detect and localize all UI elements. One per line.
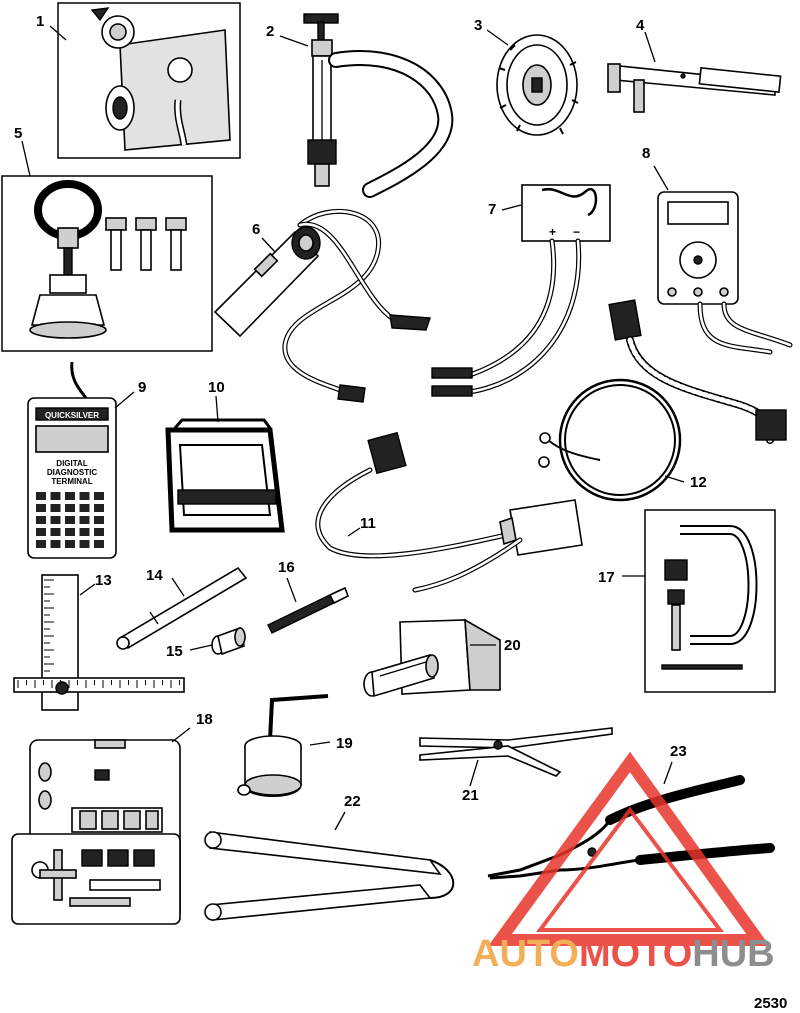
keypad-key <box>65 492 75 500</box>
item-10-bracket <box>165 395 285 533</box>
watermark-text: AUTOMOTOHUB <box>472 933 775 975</box>
keypad-key <box>50 540 61 548</box>
item-16-splined-shaft <box>267 577 350 634</box>
callout-14: 14 <box>146 567 163 584</box>
callout-10: 10 <box>208 379 225 396</box>
keypad-key <box>50 504 61 512</box>
ruler-ticks <box>17 579 180 688</box>
callout-7: 7 <box>488 201 496 218</box>
callout-15: 15 <box>166 643 183 660</box>
item-9-diagnostic-terminal: QUICKSILVER DIGITAL DIAGNOSTIC TERMINAL <box>27 361 135 559</box>
callout-1: 1 <box>36 13 44 30</box>
item-21-long-pliers <box>419 727 613 787</box>
item-15-bushing <box>189 626 246 656</box>
keypad-key <box>50 492 61 500</box>
callout-8: 8 <box>642 145 650 162</box>
callout-22: 22 <box>344 793 361 810</box>
keypad-key <box>94 492 104 500</box>
callout-3: 3 <box>474 17 482 34</box>
callout-2: 2 <box>266 23 274 40</box>
item-2-hand-pump <box>279 13 454 198</box>
keypad-key <box>50 516 61 524</box>
item-20-spline-tool <box>363 618 501 698</box>
callout-18: 18 <box>196 711 213 728</box>
terminal-line-3: TERMINAL <box>51 477 92 486</box>
case-contents <box>31 849 161 907</box>
callout-5: 5 <box>14 125 22 142</box>
keypad-key <box>79 492 90 500</box>
item-7-test-module: + − <box>431 184 611 397</box>
keypad-key <box>36 540 46 548</box>
item-11-adapter-cable <box>315 431 583 593</box>
terminal-keypad <box>36 492 104 548</box>
item-5-lifting-eye-kit <box>1 140 213 352</box>
keypad-key <box>79 540 90 548</box>
item-1-suction-tool <box>49 2 241 159</box>
item-6-timing-light <box>213 208 431 403</box>
keypad-key <box>36 528 46 536</box>
keypad-key <box>79 504 90 512</box>
item-12-test-harness <box>538 299 787 502</box>
item-13-depth-gauge <box>13 574 185 711</box>
terminal-brand: QUICKSILVER <box>45 411 99 420</box>
keypad-key <box>65 504 75 512</box>
item-3-filter-wrench <box>486 29 579 136</box>
callout-4: 4 <box>636 17 645 34</box>
keypad-key <box>94 540 104 548</box>
keypad-key <box>65 528 75 536</box>
callout-12: 12 <box>690 474 707 491</box>
keypad-key <box>65 540 75 548</box>
plus-label: + <box>549 225 556 239</box>
keypad-key <box>50 528 61 536</box>
figure-number: 2530 <box>754 995 787 1012</box>
callout-23: 23 <box>670 743 687 760</box>
keypad-key <box>36 504 46 512</box>
callout-21: 21 <box>462 787 479 804</box>
keypad-key <box>94 528 104 536</box>
minus-label: − <box>573 225 580 239</box>
terminal-line-1: DIGITAL <box>56 459 88 468</box>
item-18-tool-case <box>11 727 191 925</box>
keypad-key <box>36 492 46 500</box>
item-22-spanner-wrench <box>204 811 455 921</box>
callout-19: 19 <box>336 735 353 752</box>
item-19-ring-tool <box>237 694 331 798</box>
callout-6: 6 <box>252 221 260 238</box>
callout-13: 13 <box>95 572 112 589</box>
callout-11: 11 <box>360 515 376 532</box>
terminal-line-2: DIAGNOSTIC <box>47 468 97 477</box>
item-4-alignment-bar <box>607 31 782 113</box>
keypad-key <box>79 516 90 524</box>
keypad-key <box>79 528 90 536</box>
watermark-logo: AUTOMOTOHUB <box>472 751 775 975</box>
callout-17: 17 <box>598 569 615 586</box>
callout-9: 9 <box>138 379 146 396</box>
keypad-key <box>65 516 75 524</box>
item-14-drive-rod <box>116 566 248 650</box>
keypad-key <box>36 516 46 524</box>
keypad-key <box>94 516 104 524</box>
keypad-key <box>94 504 104 512</box>
callout-16: 16 <box>278 559 295 576</box>
callout-20: 20 <box>504 637 521 654</box>
item-8-multimeter <box>653 165 793 355</box>
item-17-c-clamp <box>622 509 776 693</box>
item-23-snap-ring-pliers <box>487 761 775 880</box>
